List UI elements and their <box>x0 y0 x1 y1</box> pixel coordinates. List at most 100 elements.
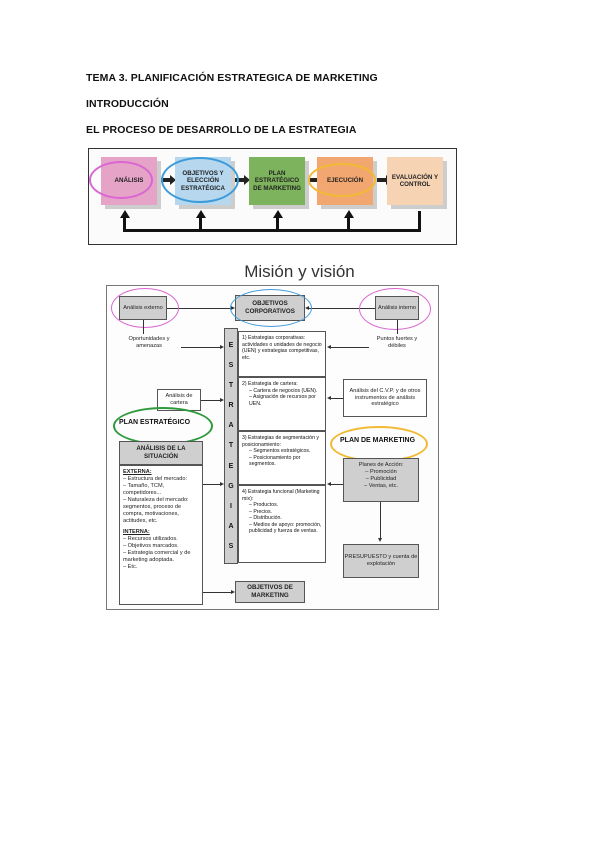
highlight-circle-green <box>113 407 213 445</box>
feedback-line <box>199 217 202 232</box>
interna-label: INTERNA: <box>123 528 150 535</box>
strategy-box-1: 1) Estrategias corporativas: actividades… <box>238 331 326 377</box>
estrategias-letter: S <box>228 543 234 551</box>
estrategias-letter: S <box>228 361 234 369</box>
feedback-line <box>123 229 421 232</box>
strategy-item: Posicionamiento por segmentos. <box>249 455 322 468</box>
connector <box>309 308 375 309</box>
puntos-text: Puntos fuertes y débiles <box>376 336 418 350</box>
arrowhead <box>327 344 331 349</box>
estrategias-letter: A <box>228 422 234 430</box>
planes-accion-item: – Promoción <box>365 468 397 475</box>
arrowhead <box>220 344 224 349</box>
feedback-line <box>276 217 279 232</box>
strategy-process-diagram: ANÁLISIS OBJETIVOS Y ELECCIÓN ESTRATÉGIC… <box>88 148 457 245</box>
feedback-line <box>123 217 126 232</box>
interna-item: Etc. <box>123 564 199 571</box>
connector <box>203 592 231 593</box>
section-heading-intro: INTRODUCCIÓN <box>86 98 169 110</box>
connector <box>380 502 381 538</box>
feedback-arrow <box>272 210 283 218</box>
planes-accion-title: Planes de Acción: <box>358 462 404 468</box>
externa-item: Tamaño, TCM, competidores... <box>123 483 199 497</box>
interna-item: Estrategia comercial y de marketing adop… <box>123 550 199 564</box>
externa-item: Estructura del mercado: <box>123 476 199 483</box>
highlight-circle-pink <box>111 288 179 328</box>
mision-vision-title: Misión y visión <box>244 262 355 281</box>
step-plan-estrategico: PLAN ESTRATÉGICO DE MARKETING <box>249 157 305 205</box>
section-heading-process: EL PROCESO DE DESARROLLO DE LA ESTRATEGI… <box>86 124 357 136</box>
presupuesto-label: PRESUPUESTO y cuenta de explotación <box>344 554 418 567</box>
arrowhead <box>327 395 331 400</box>
step-evaluacion: EVALUACIÓN Y CONTROL <box>387 157 443 205</box>
analisis-situacion-box: ANÁLISIS DE LA SITUACIÓN <box>119 441 203 465</box>
analisis-cvp-label: Análisis del C.V.P. y de otros instrumen… <box>349 387 421 408</box>
connector <box>201 400 220 401</box>
arrowhead <box>327 481 331 486</box>
highlight-circle-orange <box>308 163 376 197</box>
feedback-line <box>347 217 350 232</box>
connector <box>203 484 220 485</box>
arrowhead <box>377 538 382 542</box>
strategy-title: 2) Estrategia de cartera: <box>242 381 298 387</box>
oportunidades-text: Oportunidades y amenazas <box>128 336 170 350</box>
planes-accion-box: Planes de Acción: – Promoción – Publicid… <box>343 458 419 502</box>
strategy-title: 1) Estrategias corporativas: actividades… <box>242 335 322 361</box>
strategy-item: Asignación de recursos por UEN. <box>249 394 322 407</box>
arrowhead <box>220 397 224 402</box>
objetivos-marketing-label: OBJETIVOS DE MARKETING <box>247 584 293 599</box>
strategy-item: Precios. <box>249 509 322 516</box>
arrowhead <box>220 481 224 486</box>
strategy-item: Cartera de negocios (UEN). <box>249 388 322 395</box>
strategy-box-2: 2) Estrategia de cartera: Cartera de neg… <box>238 377 326 431</box>
externa-item: Naturaleza del mercado: segmentos, proce… <box>123 497 199 525</box>
feedback-arrow <box>343 210 354 218</box>
connector <box>331 398 343 399</box>
presupuesto-box: PRESUPUESTO y cuenta de explotación <box>343 544 419 578</box>
estrategias-letter: G <box>228 482 234 490</box>
estrategias-letter: T <box>228 442 234 450</box>
arrowhead <box>231 589 235 594</box>
interna-item: Objetivos marcados. <box>123 543 199 550</box>
feedback-arrow <box>195 210 206 218</box>
strategy-box-3: 3) Estrategias de segmentación y posicio… <box>238 431 326 485</box>
analisis-situacion-content: EXTERNA: Estructura del mercado: Tamaño,… <box>119 465 203 605</box>
externa-label: EXTERNA: <box>123 469 152 475</box>
connector <box>143 320 144 334</box>
document-title: TEMA 3. PLANIFICACIÓN ESTRATEGICA DE MAR… <box>86 72 378 84</box>
feedback-arrow <box>119 210 130 218</box>
highlight-circle-blue <box>161 157 239 203</box>
strategy-item: Productos. <box>249 502 322 509</box>
strategy-box-4: 4) Estrategia funcional (Marketing mix):… <box>238 485 326 563</box>
planes-accion-item: – Ventas, etc. <box>364 482 398 489</box>
estrategias-letter: A <box>228 523 234 531</box>
estrategias-letter: R <box>228 402 234 410</box>
step-label: EVALUACIÓN Y CONTROL <box>391 173 439 188</box>
estrategias-letter: I <box>230 502 232 510</box>
estrategias-letter: T <box>228 381 234 389</box>
connector <box>331 484 343 485</box>
highlight-circle-pink <box>359 288 431 330</box>
strategy-item: Segmentos estratégicos. <box>249 448 322 455</box>
strategy-title: 3) Estrategias de segmentación y posicio… <box>242 435 319 448</box>
feedback-line <box>418 211 421 232</box>
strategy-title: 4) Estrategia funcional (Marketing mix): <box>242 489 320 502</box>
planes-accion-item: – Publicidad <box>365 475 397 482</box>
step-label: PLAN ESTRATÉGICO DE MARKETING <box>253 169 301 192</box>
analisis-situacion-label: ANÁLISIS DE LA SITUACIÓN <box>136 445 186 460</box>
highlight-circle-pink <box>89 161 153 199</box>
flow-arrow <box>377 175 392 185</box>
connector <box>397 320 398 334</box>
estrategias-letter: E <box>228 341 234 349</box>
objetivos-marketing-box: OBJETIVOS DE MARKETING <box>235 581 305 603</box>
strategic-planning-diagram: Análisis externo OBJETIVOS CORPORATIVOS … <box>106 285 439 610</box>
strategy-item: Distribución. <box>249 515 322 522</box>
connector <box>167 308 231 309</box>
interna-item: Recursos utilizados. <box>123 536 199 543</box>
highlight-circle-blue <box>230 289 312 327</box>
connector <box>181 347 220 348</box>
analisis-cvp-box: Análisis del C.V.P. y de otros instrumen… <box>343 379 427 417</box>
connector <box>331 347 369 348</box>
analisis-cartera-label: Análisis de cartera <box>165 393 193 406</box>
